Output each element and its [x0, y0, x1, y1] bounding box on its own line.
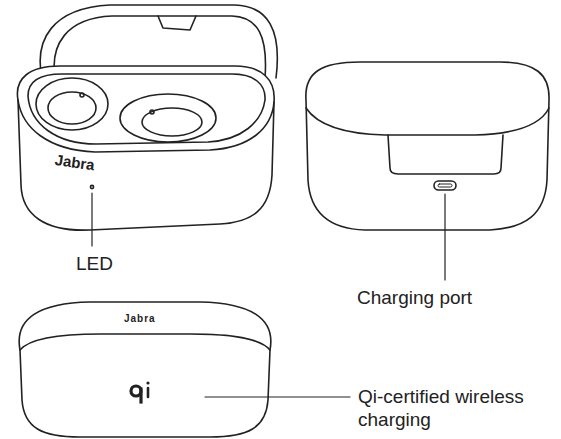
earbud-cavity — [48, 92, 96, 124]
hinge-recess — [388, 135, 503, 174]
earbud-cavity — [36, 78, 108, 130]
usb-port-inner — [438, 184, 452, 187]
lid-seam — [306, 108, 549, 135]
case-top-view — [19, 302, 271, 437]
leader-line — [444, 194, 445, 280]
case-rim — [18, 100, 274, 152]
led-dot — [90, 185, 93, 188]
case-body — [306, 62, 549, 230]
earbud-cavity — [142, 108, 202, 136]
lid-edge — [20, 334, 270, 350]
case-base — [17, 66, 274, 230]
case-rim-inner — [28, 74, 265, 144]
usb-port — [434, 181, 456, 190]
qi-logo — [131, 381, 150, 402]
lid-tab — [158, 16, 196, 30]
cavity-contact — [150, 110, 154, 114]
part-label: Charging port — [357, 286, 472, 309]
earbud-cavity — [120, 94, 216, 142]
part-label: Qi-certified wireless charging — [358, 385, 554, 431]
brand-text: Jabra — [124, 313, 156, 324]
part-label: LED — [76, 252, 113, 275]
leader-line — [205, 396, 350, 397]
leader-line — [91, 193, 92, 246]
cavity-contact — [80, 93, 84, 97]
